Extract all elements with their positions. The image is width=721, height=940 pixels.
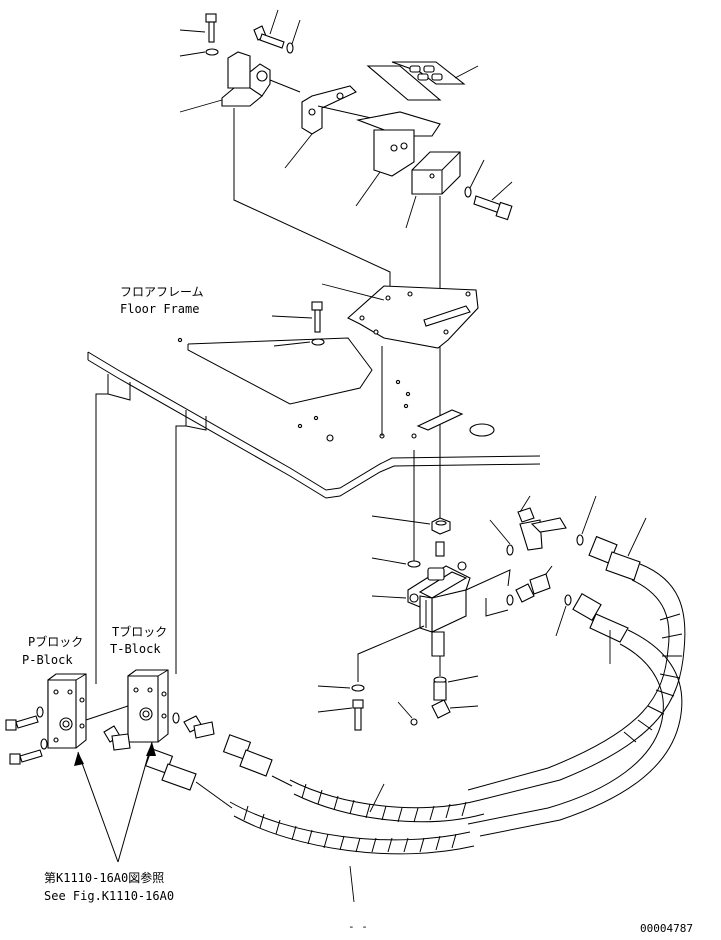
floor-plate-icon [321, 283, 479, 349]
lower-fitting-icon [431, 675, 479, 719]
stopper-bolt-icon [473, 181, 513, 221]
top-bolt-left-icon [179, 13, 217, 43]
o-ring-4-icon [555, 594, 572, 637]
o-ring-1-icon [489, 519, 514, 556]
hose-end-lower-icon [572, 592, 629, 664]
t-block-icon [127, 669, 169, 743]
p-block-label-jp: Pブロック [28, 634, 83, 649]
valve-washer-icon [371, 557, 421, 568]
lower-bolt-icon [317, 699, 364, 731]
hose-lower-right-icon [467, 629, 683, 837]
pedal-body-icon [355, 111, 441, 207]
block-fitting-right-icon [172, 712, 215, 739]
o-ring-3-icon [506, 594, 514, 606]
hinge-bracket-icon [179, 51, 301, 113]
drawing-number: 00004787 [640, 922, 693, 935]
hose-upper-right-icon [467, 563, 686, 801]
t-block-label-en: T-Block [110, 642, 161, 656]
pedal-valve-icon [371, 541, 471, 657]
floor-frame-outline [87, 337, 541, 499]
top-washer-right-icon [286, 19, 301, 54]
lower-washer-icon [317, 684, 365, 692]
floor-frame-label-jp: フロアフレーム [120, 285, 204, 299]
hose-lower-long-icon [144, 748, 475, 903]
p-block-bolt-lower-icon [9, 738, 48, 765]
t-block-label-jp: Tブロック [112, 624, 167, 639]
hose-upper-long-icon [222, 734, 485, 823]
lower-o-ring-icon [397, 701, 418, 726]
stopper-block-icon [405, 151, 461, 229]
see-fig-label-en: See Fig.K1110-16A0 [44, 889, 174, 903]
floor-frame-label-en: Floor Frame [120, 302, 199, 316]
block-fitting-left-icon [103, 725, 131, 751]
hose-end-upper-icon [588, 517, 647, 581]
elbow-fitting-upper-icon [517, 495, 567, 551]
p-block-bolt-upper-icon [5, 706, 44, 731]
stopper-washer-icon [464, 159, 485, 198]
top-washer-left-icon [179, 48, 219, 57]
o-ring-2-icon [576, 495, 597, 546]
p-block-icon [47, 673, 87, 749]
elbow-fitting-lower-icon [515, 565, 553, 603]
p-block-label-en: P-Block [22, 653, 73, 667]
floor-washer-icon [273, 338, 325, 347]
nut-icon [371, 515, 451, 535]
page-mark: - - [348, 920, 368, 933]
pedal-arm-icon [284, 85, 381, 169]
top-bolt-diagonal-icon [253, 9, 285, 49]
reference-arrows [74, 741, 156, 863]
pedal-pad-icon [366, 61, 479, 101]
floor-bolt-icon [271, 301, 323, 333]
see-fig-label-jp: 第K1110-16A0図参照 [44, 870, 164, 885]
